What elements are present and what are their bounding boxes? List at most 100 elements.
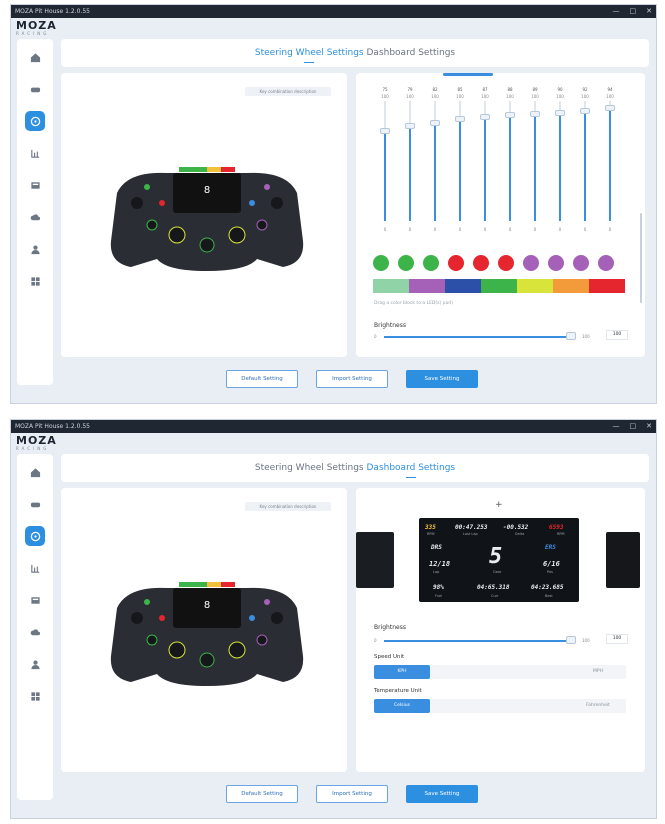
palette-color-block[interactable] xyxy=(445,279,481,293)
brightness-slider-thumb[interactable] xyxy=(566,636,576,644)
add-dashboard-icon[interactable]: + xyxy=(495,500,503,510)
led-slider-track[interactable] xyxy=(555,101,565,221)
led-color-dot[interactable] xyxy=(373,255,389,271)
led-slider-thumb[interactable] xyxy=(405,123,415,130)
led-slider-thumb[interactable] xyxy=(505,112,515,119)
led-slider-thumb[interactable] xyxy=(455,116,465,122)
led-slider-thumb[interactable] xyxy=(380,128,390,134)
speed-unit-kph[interactable]: KPH xyxy=(374,665,430,679)
dashboard-icon[interactable] xyxy=(25,590,45,610)
gamepad-icon[interactable] xyxy=(25,79,45,99)
led-slider-thumb[interactable] xyxy=(430,119,440,126)
palette-color-block[interactable] xyxy=(517,279,553,293)
app-window-dashboard: MOZA Pit House 1.2.0.55 — □ ✕ MOZA RACIN… xyxy=(10,419,657,819)
led-slider-track[interactable] xyxy=(605,101,615,221)
default-setting-button[interactable]: Default Setting xyxy=(226,785,298,803)
led-color-dot[interactable] xyxy=(473,255,489,271)
led-slider-track[interactable] xyxy=(480,101,490,221)
user-icon[interactable] xyxy=(25,654,45,674)
save-setting-button[interactable]: Save Setting xyxy=(406,785,478,803)
tab-steering-wheel-settings[interactable]: Steering Wheel Settings xyxy=(254,463,364,473)
led-slider-thumb[interactable] xyxy=(555,110,565,116)
led-color-dot[interactable] xyxy=(523,255,539,271)
palette-color-block[interactable] xyxy=(589,279,625,293)
led-slider-thumb[interactable] xyxy=(530,111,540,118)
save-setting-button[interactable]: Save Setting xyxy=(406,370,478,388)
steering-wheel-icon[interactable] xyxy=(25,111,45,131)
cloud-icon[interactable] xyxy=(25,622,45,642)
led-slider-max: 100 xyxy=(506,94,514,99)
led-color-dot[interactable] xyxy=(423,255,439,271)
led-color-dot[interactable] xyxy=(548,255,564,271)
tab-dashboard-settings[interactable]: Dashboard Settings xyxy=(367,454,455,482)
palette-color-block[interactable] xyxy=(409,279,445,293)
dashboard-preview-next[interactable] xyxy=(606,532,640,588)
led-color-dot[interactable] xyxy=(498,255,514,271)
key-combination-button[interactable]: Key combination description xyxy=(245,87,331,96)
brightness-value-field[interactable]: 100 xyxy=(606,634,628,644)
led-slider-thumb[interactable] xyxy=(480,113,490,120)
brightness-slider-thumb[interactable] xyxy=(566,332,576,340)
led-slider-min: 0 xyxy=(458,227,462,232)
temperature-unit-celsius[interactable]: Celsius xyxy=(374,699,430,713)
led-slider-track[interactable] xyxy=(380,101,390,221)
cloud-icon[interactable] xyxy=(25,207,45,227)
led-slider-thumb[interactable] xyxy=(580,107,590,114)
led-slider-track[interactable] xyxy=(405,101,415,221)
key-combination-button[interactable]: Key combination description xyxy=(245,502,331,511)
palette-color-block[interactable] xyxy=(553,279,589,293)
close-icon[interactable]: ✕ xyxy=(646,7,652,15)
settings-icon[interactable] xyxy=(25,271,45,291)
brightness-slider-track[interactable] xyxy=(384,336,570,338)
temperature-unit-fahrenheit[interactable]: Fahrenheit xyxy=(586,703,610,708)
brightness-value-field[interactable]: 100 xyxy=(606,330,628,340)
palette-color-block[interactable] xyxy=(481,279,517,293)
minimize-icon[interactable]: — xyxy=(612,7,620,15)
pedals-icon[interactable] xyxy=(25,558,45,578)
default-setting-button[interactable]: Default Setting xyxy=(226,370,298,388)
pedals-icon[interactable] xyxy=(25,143,45,163)
palette-color-block[interactable] xyxy=(373,279,409,293)
user-icon[interactable] xyxy=(25,239,45,259)
maximize-icon[interactable]: □ xyxy=(629,422,637,430)
minimize-icon[interactable]: — xyxy=(612,422,620,430)
tab-steering-wheel-settings[interactable]: Steering Wheel Settings xyxy=(255,39,364,67)
brightness-slider-track[interactable] xyxy=(384,640,570,642)
led-slider-track[interactable] xyxy=(505,101,515,221)
import-setting-button[interactable]: Import Setting xyxy=(316,370,388,388)
scrollbar[interactable] xyxy=(640,213,642,303)
led-slider-thumb[interactable] xyxy=(605,105,615,112)
led-slider-track[interactable] xyxy=(530,101,540,221)
led-slider-track[interactable] xyxy=(430,101,440,221)
led-slider-track[interactable] xyxy=(580,101,590,221)
dashboard-preview-prev[interactable] xyxy=(356,532,394,588)
tab-dashboard-settings[interactable]: Dashboard Settings xyxy=(366,48,456,58)
dashboard-icon[interactable] xyxy=(25,175,45,195)
led-color-dot[interactable] xyxy=(448,255,464,271)
led-color-dot[interactable] xyxy=(598,255,614,271)
import-setting-button[interactable]: Import Setting xyxy=(316,785,388,803)
led-slider-label: 75 xyxy=(382,87,388,92)
steering-wheel-icon[interactable] xyxy=(25,526,45,546)
led-color-dot[interactable] xyxy=(573,255,589,271)
led-color-dot[interactable] xyxy=(398,255,414,271)
maximize-icon[interactable]: □ xyxy=(629,7,637,15)
home-icon[interactable] xyxy=(25,462,45,482)
close-icon[interactable]: ✕ xyxy=(646,422,652,430)
gamepad-icon[interactable] xyxy=(25,494,45,514)
home-icon[interactable] xyxy=(25,47,45,67)
led-slider-track[interactable] xyxy=(455,101,465,221)
settings-icon[interactable] xyxy=(25,686,45,706)
speed-unit-mph[interactable]: MPH xyxy=(593,669,603,674)
